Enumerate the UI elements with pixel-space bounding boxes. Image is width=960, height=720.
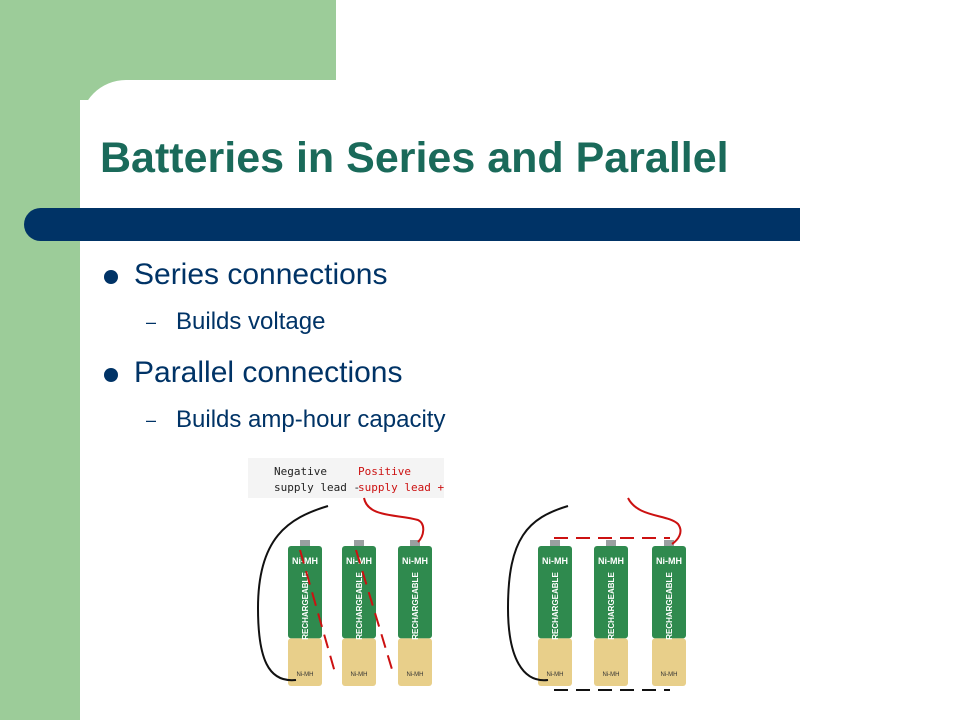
negative-lead-label: Negative supply lead -: [274, 465, 361, 494]
battery-label-text: RECHARGEABLE: [551, 572, 560, 640]
battery-label-text: RECHARGEABLE: [411, 572, 420, 640]
dash-icon: –: [146, 312, 157, 332]
bullet-dot-icon: [104, 368, 118, 382]
battery-terminal: [664, 540, 674, 547]
battery-label-text: RECHARGEABLE: [607, 572, 616, 640]
battery-body: [398, 546, 432, 639]
battery-label-text: RECHARGEABLE: [665, 572, 674, 640]
battery-small-text: Ni-MH: [351, 672, 368, 678]
bullet-list: Series connections – Builds voltage Para…: [100, 254, 860, 450]
content-panel: [80, 80, 960, 720]
positive-lead-wire: [627, 497, 682, 545]
green-left-band: [0, 0, 80, 720]
battery-body: [342, 546, 376, 639]
battery-small-text: Ni-MH: [547, 672, 564, 678]
battery-terminal: [354, 540, 364, 547]
battery-terminal: [606, 540, 616, 547]
battery-body: [594, 546, 628, 639]
sub-bullet-item: – Builds amp-hour capacity: [100, 400, 860, 450]
battery-small-text: Ni-MH: [407, 672, 424, 678]
battery-body: [288, 546, 322, 639]
battery-label-text: RECHARGEABLE: [301, 572, 310, 640]
battery-small-text: Ni-MH: [297, 672, 314, 678]
battery-base: [342, 638, 376, 686]
title-underline-bar: [24, 208, 800, 241]
battery-base: [652, 638, 686, 686]
battery-base: [594, 638, 628, 686]
battery-terminal: [410, 540, 420, 547]
battery-small-text: Ni-MH: [603, 672, 620, 678]
bullet-text: Parallel connections: [134, 356, 403, 389]
negative-lead-wire: [256, 505, 329, 682]
battery-wiring-figure: Negative supply lead - Positive supply l…: [248, 458, 698, 698]
battery-label-text: RECHARGEABLE: [355, 572, 364, 640]
battery-body: [538, 546, 572, 639]
slide-title: Batteries in Series and Parallel: [100, 134, 729, 182]
battery-terminal: [550, 540, 560, 547]
battery-diagram: Ni-MH RECHARGEABLE Ni-MH Ni-MH RECHARGEABLE N…: [256, 497, 686, 691]
battery-brand-text: Ni-MH: [598, 556, 624, 566]
battery-small-text: Ni-MH: [661, 672, 678, 678]
negative-lead-wire: [506, 505, 569, 682]
positive-lead-label: Positive supply lead +: [358, 465, 445, 494]
battery-terminal: [300, 540, 310, 547]
battery-brand-text: Ni-MH: [656, 556, 682, 566]
dash-icon: –: [146, 410, 157, 430]
lead-legend: [248, 458, 444, 498]
battery-base: [538, 638, 572, 686]
sub-bullet-item: – Builds voltage: [100, 302, 860, 352]
battery-brand-text: Ni-MH: [292, 556, 318, 566]
bullet-dot-icon: [104, 270, 118, 284]
battery-base: [288, 638, 322, 686]
sub-bullet-text: Builds amp-hour capacity: [176, 406, 446, 433]
bullet-item: Parallel connections: [100, 352, 860, 400]
battery-base: [398, 638, 432, 686]
battery-brand-text: Ni-MH: [542, 556, 568, 566]
sub-bullet-text: Builds voltage: [176, 308, 326, 335]
bullet-item: Series connections: [100, 254, 860, 302]
positive-lead-wire: [363, 497, 425, 543]
battery-body: [652, 546, 686, 639]
battery-brand-text: Ni-MH: [402, 556, 428, 566]
bullet-text: Series connections: [134, 258, 388, 291]
